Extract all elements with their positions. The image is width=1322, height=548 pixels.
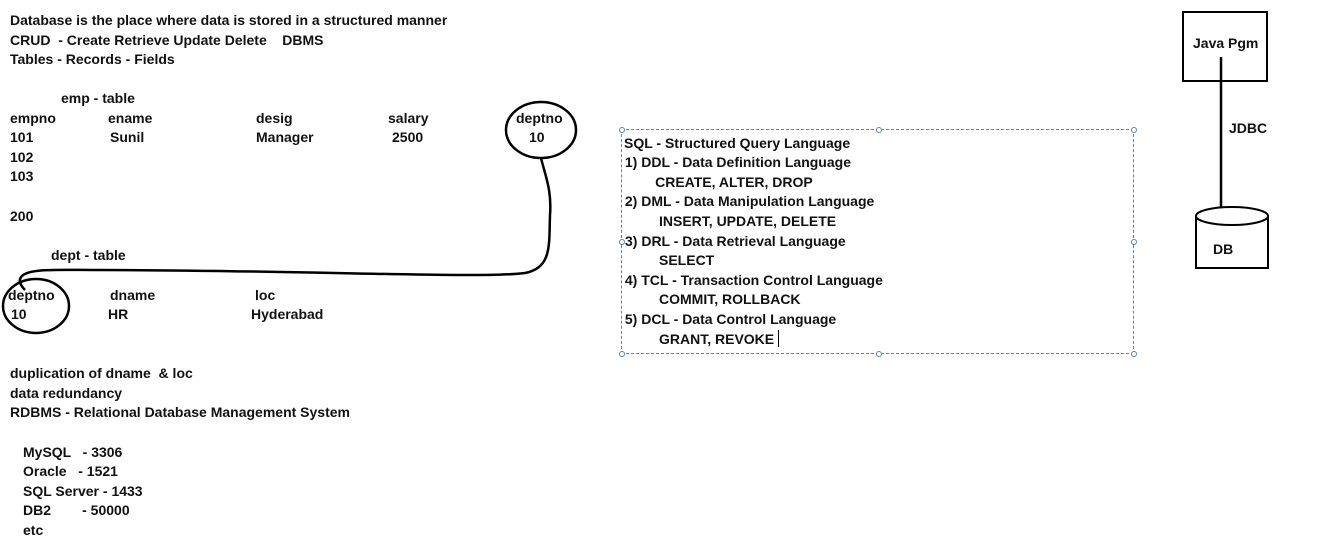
sql-item-2-label: 2) DML - Data Manipulation Language xyxy=(621,193,875,209)
port-oracle: Oracle - 1521 xyxy=(23,463,118,479)
resize-handle-bl[interactable] xyxy=(619,351,625,357)
emp-row-1-empno: 101 xyxy=(10,129,34,145)
resize-handle-br[interactable] xyxy=(1131,351,1137,357)
dept-row-1-deptno: 10 xyxy=(11,306,27,322)
sql-item-1-label: 1) DDL - Data Definition Language xyxy=(621,154,851,170)
java-pgm-label: Java Pgm xyxy=(1193,35,1259,51)
dept-header-loc: loc xyxy=(255,287,276,303)
emp-header-salary: salary xyxy=(388,110,429,126)
emp-table-title: emp - table xyxy=(61,90,135,106)
sql-item-3-commands: SELECT xyxy=(624,252,715,268)
intro-line-1: Database is the place where data is stor… xyxy=(10,12,448,28)
sql-item-1-commands: CREATE, ALTER, DROP xyxy=(624,174,813,190)
intro-line-2: CRUD - Create Retrieve Update Delete DBM… xyxy=(10,32,324,48)
java-pgm-box xyxy=(1182,11,1268,82)
sql-item-3-label: 3) DRL - Data Retrieval Language xyxy=(625,233,846,249)
port-etc: etc xyxy=(23,522,44,538)
emp-row-1-desig: Manager xyxy=(256,129,314,145)
resize-handle-tr[interactable] xyxy=(1131,127,1137,133)
note-line-2: data redundancy xyxy=(10,385,123,401)
jdbc-label: JDBC xyxy=(1229,120,1268,136)
resize-handle-tm[interactable] xyxy=(876,127,882,133)
dept-row-1-loc: Hyderabad xyxy=(251,306,324,322)
resize-handle-mr[interactable] xyxy=(1131,239,1137,245)
dept-deptno-circle xyxy=(1,277,71,335)
port-db2: DB2 - 50000 xyxy=(23,502,130,518)
dept-header-deptno: deptno xyxy=(8,287,55,303)
emp-header-ename: ename xyxy=(108,110,153,126)
port-mysql: MySQL - 3306 xyxy=(23,444,123,460)
emp-header-deptno: deptno xyxy=(516,110,563,126)
emp-row-4-empno: 200 xyxy=(10,208,34,224)
dept-table-title: dept - table xyxy=(51,247,126,263)
note-line-1: duplication of dname & loc xyxy=(10,365,193,381)
sql-item-4-commands: COMMIT, ROLLBACK xyxy=(624,291,801,307)
sql-item-4-label: 4) TCL - Transaction Control Language xyxy=(621,272,883,288)
resize-handle-bm[interactable] xyxy=(876,351,882,357)
resize-handle-tl[interactable] xyxy=(619,127,625,133)
emp-row-3-empno: 103 xyxy=(10,168,34,184)
sql-item-5-commands: GRANT, REVOKE xyxy=(624,331,775,347)
sql-title: SQL - Structured Query Language xyxy=(624,135,851,151)
db-cylinder xyxy=(1195,206,1269,269)
dept-header-dname: dname xyxy=(110,287,156,303)
port-sqlserver: SQL Server - 1433 xyxy=(23,483,143,499)
sql-item-5-label: 5) DCL - Data Control Language xyxy=(621,311,837,327)
dept-row-1-dname: HR xyxy=(108,306,129,322)
resize-handle-ml[interactable] xyxy=(619,239,625,245)
emp-row-1-salary: 2500 xyxy=(392,129,424,145)
emp-row-2-empno: 102 xyxy=(10,149,34,165)
note-line-3: RDBMS - Relational Database Management S… xyxy=(10,404,350,420)
relationship-line xyxy=(18,157,552,291)
intro-line-3: Tables - Records - Fields xyxy=(10,51,175,67)
emp-header-desig: desig xyxy=(256,110,293,126)
emp-row-1-ename: Sunil xyxy=(110,129,145,145)
text-caret xyxy=(778,330,779,347)
emp-row-1-deptno: 10 xyxy=(529,129,545,145)
db-label: DB xyxy=(1213,241,1234,257)
emp-header-empno: empno xyxy=(10,110,56,126)
sql-item-2-commands: INSERT, UPDATE, DELETE xyxy=(624,213,837,229)
